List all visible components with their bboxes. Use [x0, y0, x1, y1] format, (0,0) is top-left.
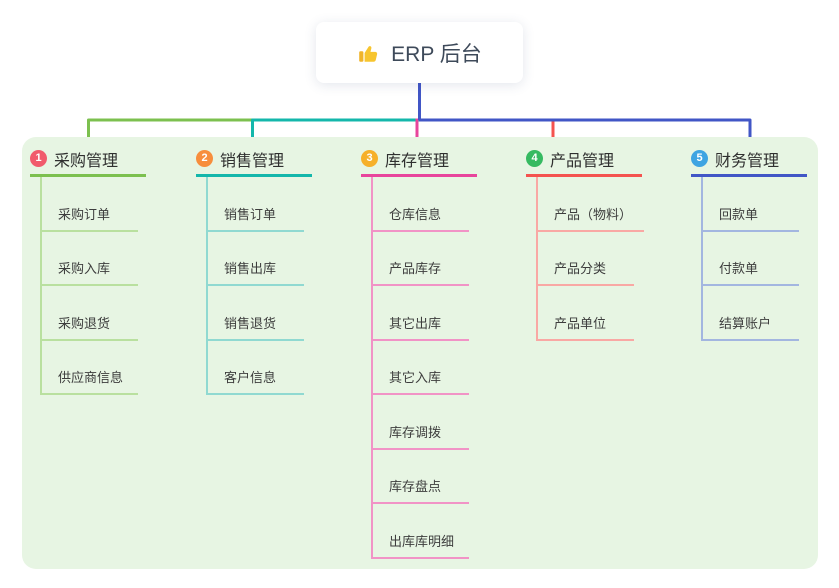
- branch-node-1[interactable]: 1 采购管理: [30, 143, 146, 177]
- child-node[interactable]: 出库库明细: [373, 504, 469, 559]
- child-node[interactable]: 其它入库: [373, 341, 469, 395]
- child-node[interactable]: 采购退货: [42, 286, 138, 341]
- child-node[interactable]: 销售订单: [208, 177, 304, 232]
- child-node[interactable]: 其它出库: [373, 286, 469, 341]
- branch-title: 销售管理: [220, 152, 285, 170]
- branch-number-badge: 4: [526, 150, 543, 167]
- branch-column-2: 2 销售管理销售订单销售出库销售退货客户信息: [196, 143, 356, 395]
- child-node[interactable]: 产品分类: [538, 232, 634, 286]
- branch-column-1: 1 采购管理采购订单采购入库采购退货供应商信息: [30, 143, 190, 395]
- child-node[interactable]: 产品单位: [538, 286, 634, 341]
- child-node[interactable]: 供应商信息: [42, 341, 138, 395]
- child-node[interactable]: 产品（物料）: [538, 177, 645, 232]
- branch-node-3[interactable]: 3 库存管理: [361, 143, 477, 177]
- child-node[interactable]: 库存调拨: [373, 395, 469, 450]
- child-node[interactable]: 采购入库: [42, 232, 138, 286]
- root-node[interactable]: ERP 后台: [316, 22, 523, 83]
- branch-children-list: 产品（物料）产品分类产品单位: [536, 177, 645, 341]
- branch-number-badge: 3: [361, 150, 378, 167]
- child-node[interactable]: 销售退货: [208, 286, 304, 341]
- child-node[interactable]: 销售出库: [208, 232, 304, 286]
- child-node[interactable]: 仓库信息: [373, 177, 469, 232]
- branch-children-list: 回款单付款单结算账户: [701, 177, 799, 341]
- branch-node-4[interactable]: 4 产品管理: [526, 143, 642, 177]
- child-node[interactable]: 回款单: [703, 177, 799, 232]
- child-node[interactable]: 付款单: [703, 232, 799, 286]
- branches-panel: [22, 137, 818, 569]
- branch-title: 财务管理: [715, 152, 780, 170]
- branch-title: 库存管理: [385, 152, 450, 170]
- branch-number-badge: 1: [30, 150, 47, 167]
- branch-node-2[interactable]: 2 销售管理: [196, 143, 312, 177]
- branch-number-badge: 2: [196, 150, 213, 167]
- branch-title: 采购管理: [54, 152, 119, 170]
- branch-number-badge: 5: [691, 150, 708, 167]
- branch-column-5: 5 财务管理回款单付款单结算账户: [691, 143, 839, 341]
- branch-column-4: 4 产品管理产品（物料）产品分类产品单位: [526, 143, 686, 341]
- child-node[interactable]: 结算账户: [703, 286, 799, 341]
- child-node[interactable]: 客户信息: [208, 341, 304, 395]
- root-label: ERP 后台: [391, 42, 482, 66]
- child-node[interactable]: 库存盘点: [373, 450, 469, 504]
- child-node[interactable]: 采购订单: [42, 177, 138, 232]
- branch-children-list: 仓库信息产品库存其它出库其它入库库存调拨库存盘点出库库明细: [371, 177, 469, 559]
- child-node[interactable]: 产品库存: [373, 232, 469, 286]
- branch-title: 产品管理: [550, 152, 615, 170]
- thumbs-up-icon: [359, 45, 378, 62]
- branch-column-3: 3 库存管理仓库信息产品库存其它出库其它入库库存调拨库存盘点出库库明细: [361, 143, 521, 559]
- branch-children-list: 销售订单销售出库销售退货客户信息: [206, 177, 304, 395]
- branch-children-list: 采购订单采购入库采购退货供应商信息: [40, 177, 138, 395]
- branch-node-5[interactable]: 5 财务管理: [691, 143, 807, 177]
